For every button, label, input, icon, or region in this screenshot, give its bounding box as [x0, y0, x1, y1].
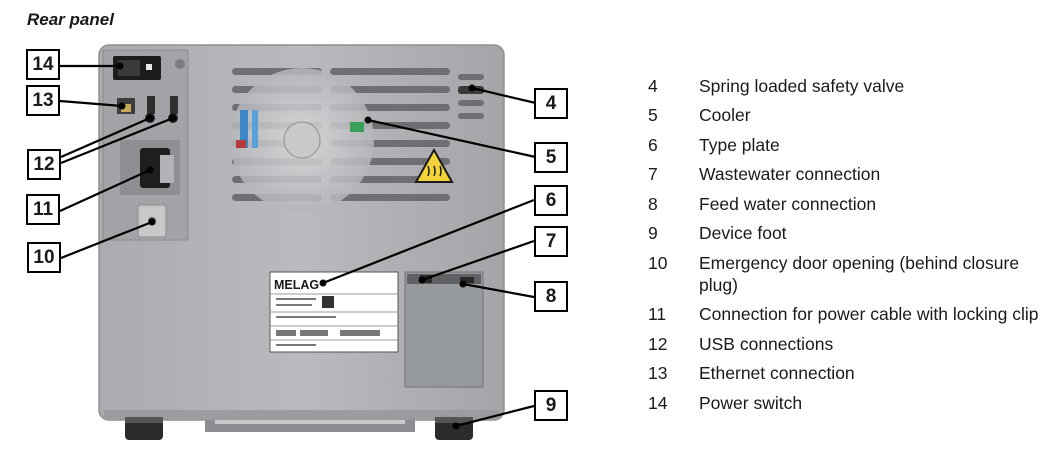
leader-lines [59, 64, 541, 428]
legend-item: 8 Feed water connection [648, 194, 1053, 216]
legend-number: 5 [648, 105, 658, 126]
hot-surface-warning-icon [414, 147, 454, 183]
callout-8: 8 [534, 281, 568, 312]
callout-14: 14 [26, 49, 60, 80]
legend-item: 14 Power switch [648, 393, 1053, 415]
legend-label: USB connections [699, 333, 834, 354]
legend-number: 6 [648, 134, 658, 155]
legend-label: Wastewater connection [699, 164, 881, 185]
legend-label: Cooler [699, 105, 751, 126]
legend-label: Spring loaded safety valve [699, 76, 905, 96]
callout-5: 5 [534, 142, 568, 173]
legend-label: Emergency door opening (behind closure p… [699, 252, 1020, 295]
legend-item: 5 Cooler [648, 105, 1053, 127]
callout-4: 4 [534, 88, 568, 119]
water-connection-recess [404, 271, 484, 388]
legend-item: 6 Type plate [648, 135, 1053, 157]
legend-label: Ethernet connection [699, 363, 855, 384]
legend-number: 4 [648, 76, 658, 96]
usb-port-1 [147, 96, 155, 114]
rear-panel-illustration: MELAG [59, 44, 541, 440]
ethernet-port [117, 98, 135, 114]
callout-12: 12 [27, 149, 61, 180]
callout-7: 7 [534, 226, 568, 257]
section-title: Rear panel [27, 10, 114, 29]
legend-number: 11 [648, 304, 667, 325]
legend-label: Power switch [699, 392, 803, 413]
device-foot-left [125, 417, 163, 440]
legend-number: 9 [648, 223, 658, 244]
legend-number: 10 [648, 252, 668, 273]
legend-item: 13 Ethernet connection [648, 363, 1053, 385]
legend-number: 14 [648, 392, 668, 413]
callout-9: 9 [534, 390, 568, 421]
legend-number: 12 [648, 333, 668, 354]
callout-6: 6 [534, 185, 568, 216]
legend-label: Device foot [699, 223, 787, 244]
legend-label: Connection for power cable with locking … [699, 304, 1039, 325]
legend-number: 8 [648, 193, 658, 214]
type-plate: MELAG [269, 271, 399, 353]
legend-number: 13 [648, 363, 668, 384]
type-plate-brand: MELAG [274, 278, 319, 292]
callout-11: 11 [26, 194, 60, 225]
power-switch [113, 56, 161, 80]
legend-list: 4 Spring loaded safety valve 5 Cooler 6 … [648, 76, 1053, 422]
legend-number: 7 [648, 164, 658, 185]
legend-item: 11 Connection for power cable with locki… [648, 304, 1053, 326]
usb-port-2 [170, 96, 178, 114]
legend-label: Feed water connection [699, 193, 877, 214]
legend-label: Type plate [699, 134, 780, 155]
callout-10: 10 [27, 242, 61, 273]
legend-item: 9 Device foot [648, 223, 1053, 245]
legend-item: 7 Wastewater connection [648, 164, 1053, 186]
legend-item: 12 USB connections [648, 334, 1053, 356]
cooler-fan [230, 68, 374, 212]
legend-item: 4 Spring loaded safety valve [648, 76, 1053, 98]
legend-item: 10 Emergency door opening (behind closur… [648, 253, 1053, 297]
callout-13: 13 [26, 85, 60, 116]
